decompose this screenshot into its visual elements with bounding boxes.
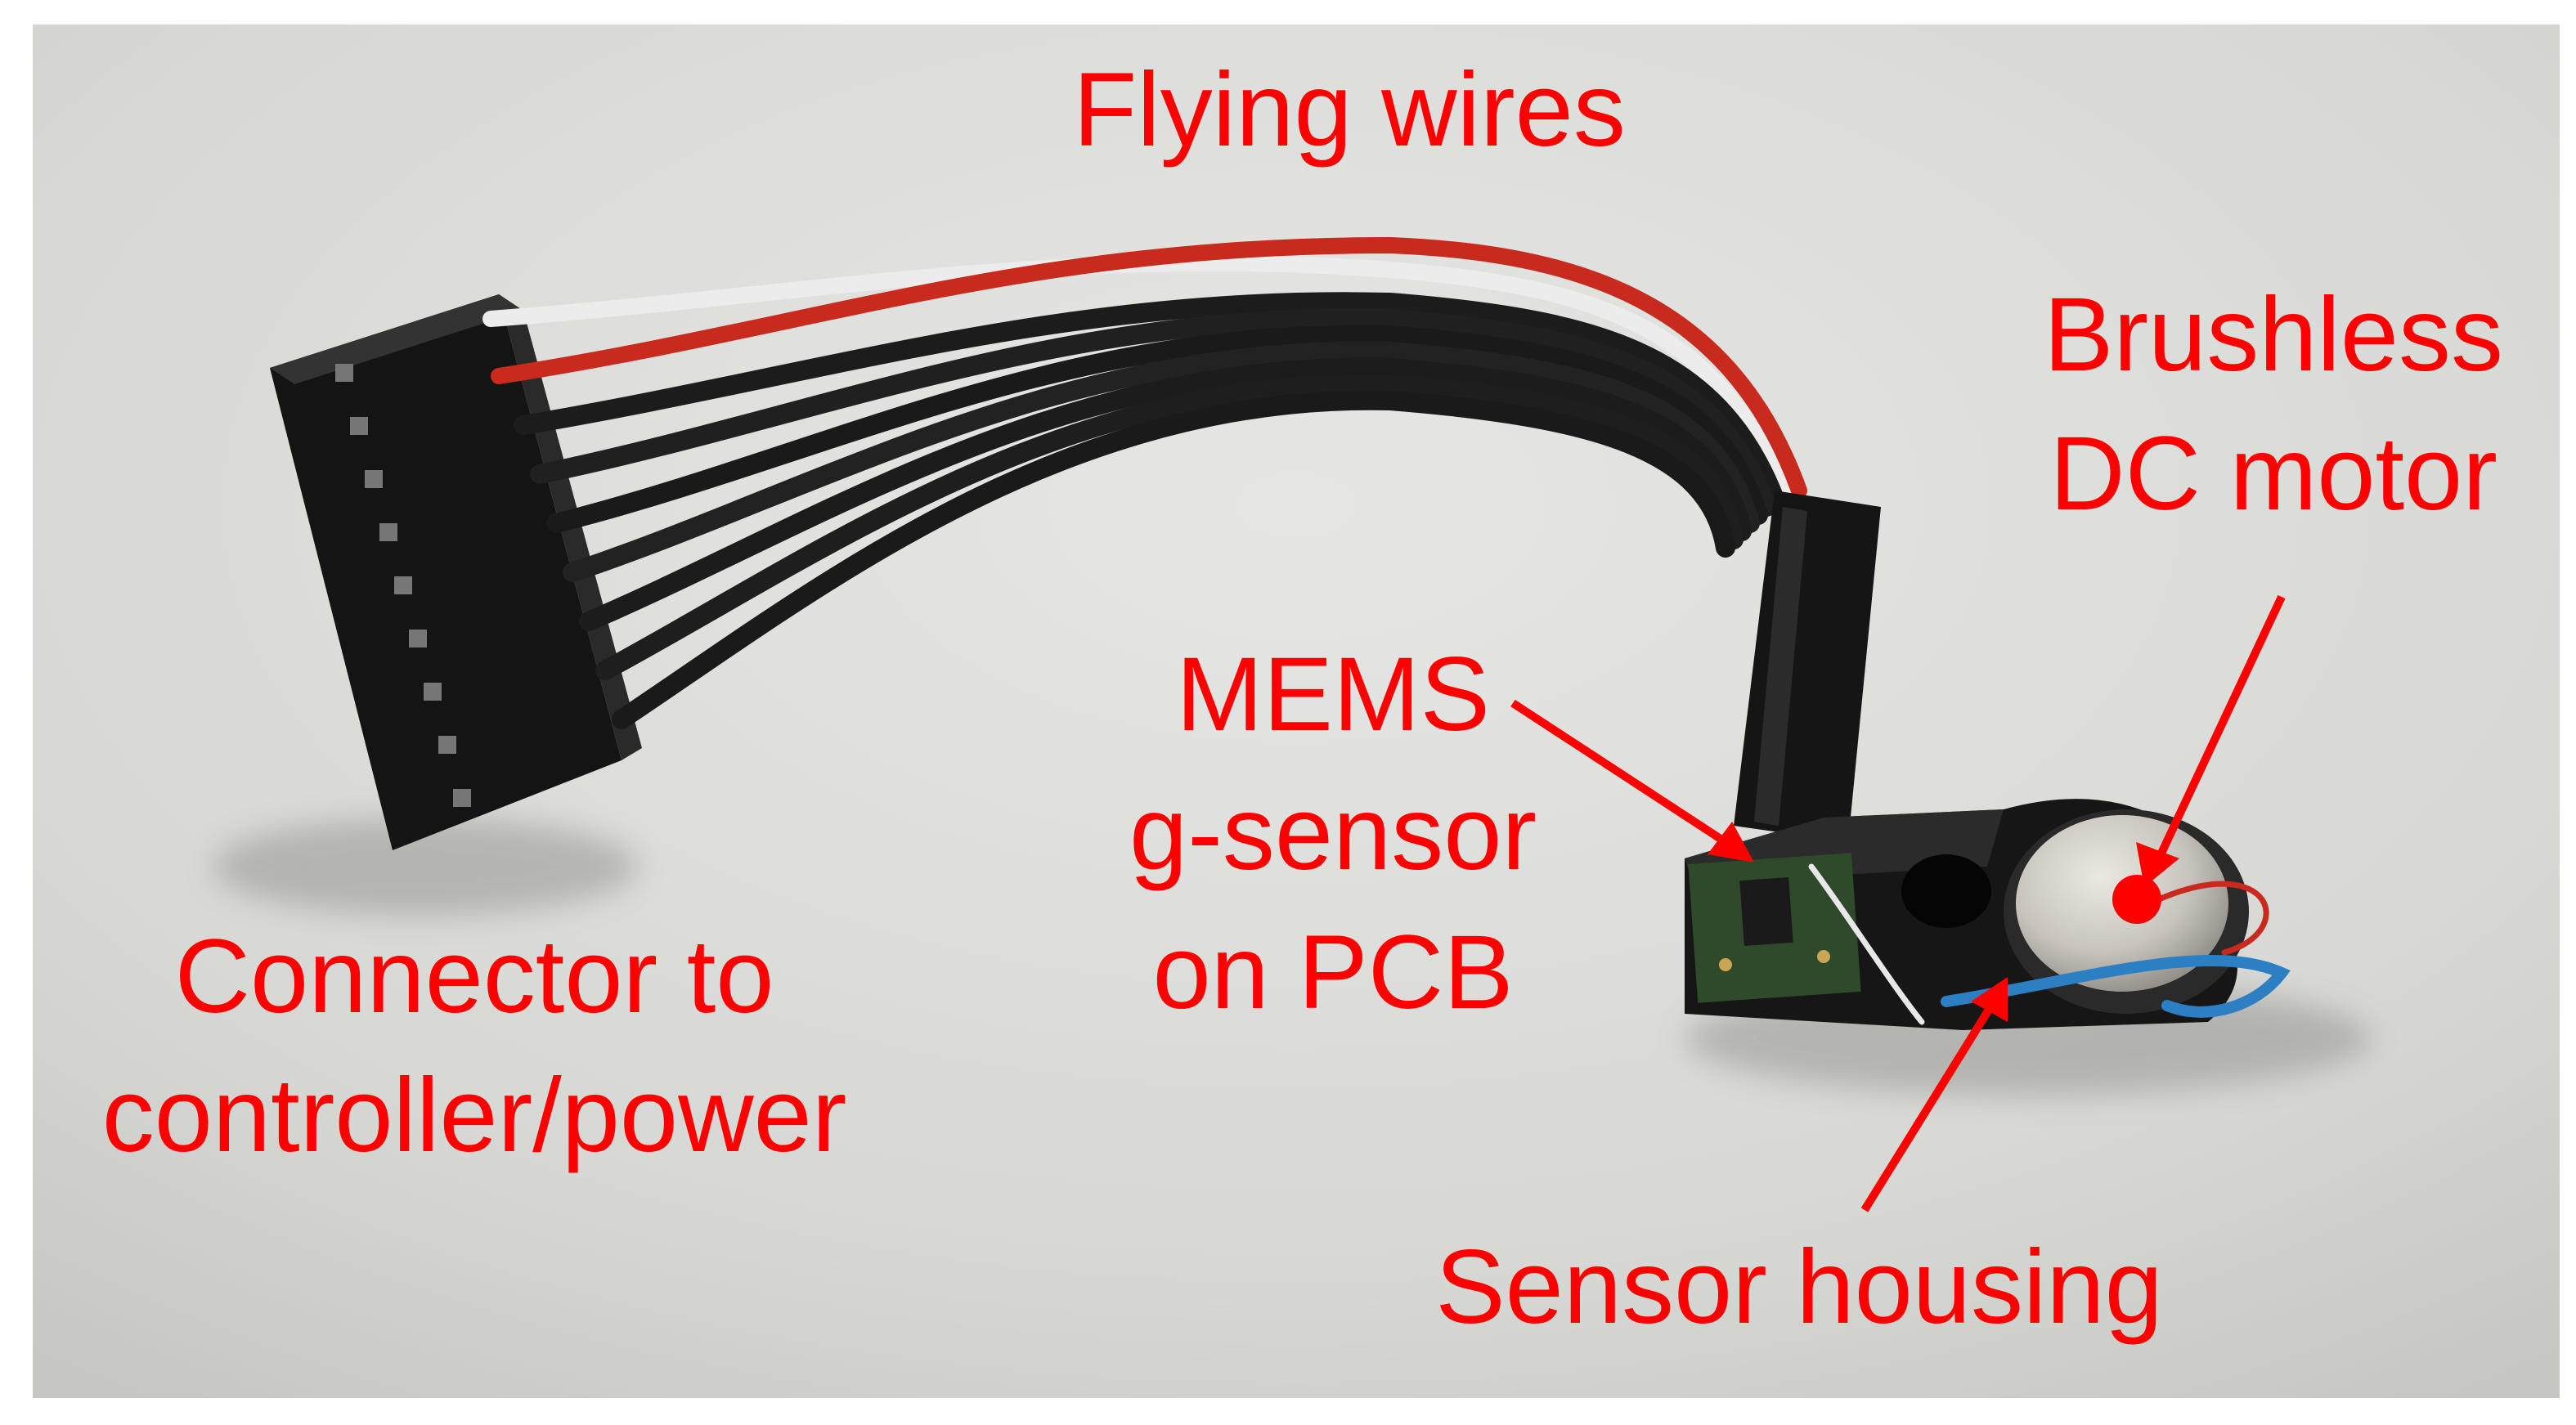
arrow-brushless: [2155, 594, 2286, 861]
label-brushless-line-2: DC motor: [2049, 415, 2497, 532]
label-sensor-housing: Sensor housing: [1308, 1218, 2290, 1357]
motor-wires: [1808, 863, 2291, 1025]
label-flying-wires: Flying wires: [859, 41, 1840, 180]
arrowhead-brushless: [2136, 842, 2179, 887]
label-mems-line-3: on PCB: [1152, 914, 1514, 1031]
label-connector-line-1: Connector to: [174, 918, 774, 1035]
label-brushless-line-1: Brushless: [2044, 276, 2503, 393]
label-mems-g-sensor: MEMS g-sensor on PCB: [981, 625, 1685, 1042]
label-sensor-housing-line: Sensor housing: [1435, 1229, 2163, 1346]
annotation-arrows: [1510, 594, 2286, 1212]
label-connector-line-2: controller/power: [101, 1057, 847, 1174]
label-connector: Connector to controller/power: [25, 907, 924, 1185]
label-mems-line-1: MEMS: [1176, 636, 1490, 753]
label-flying-wires-line: Flying wires: [1073, 52, 1626, 168]
arrowhead-mems: [1708, 822, 1754, 863]
flying-wires: [482, 236, 1807, 729]
arrow-mems: [1510, 699, 1728, 846]
motor-marker-dot: [2112, 875, 2161, 924]
arrowhead-housing: [1971, 977, 2008, 1022]
arrow-housing: [1860, 1003, 1995, 1212]
pcb: [1688, 853, 1861, 1003]
label-mems-line-2: g-sensor: [1129, 775, 1537, 892]
housing-hole: [1901, 854, 1991, 928]
label-brushless-dc-motor: Brushless DC motor: [1905, 266, 2576, 544]
